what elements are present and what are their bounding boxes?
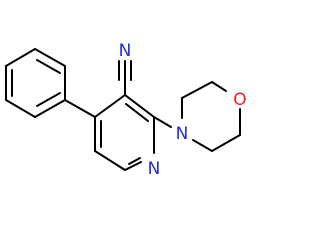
phenyl-bond-6	[34, 99, 66, 118]
morpholine-link-bond	[153, 116, 172, 128]
morpholine-bond-c2-o	[211, 81, 227, 92]
pyridine-bond-c2-c3	[124, 94, 155, 118]
phenyl-bond-2-inner	[36, 59, 61, 74]
nitrile-nitrogen-label: N	[119, 41, 132, 61]
pyridine-bond-c6-n1	[124, 161, 142, 171]
phenyl-bond-3	[5, 48, 36, 67]
chemical-structure-canvas: N N N O	[5, 41, 247, 179]
phenyl-bond-5	[5, 99, 36, 118]
pyridine-bond-c6-n1-inner	[128, 157, 141, 165]
morpholine-oxygen-label: O	[233, 90, 246, 110]
morpholine-bond-c1-c2	[181, 81, 213, 99]
pyridine-bond-c5-c6	[94, 150, 126, 171]
morpholine-nitrogen-label: N	[176, 124, 189, 144]
morpholine-bond-c3-c4	[211, 134, 241, 152]
pyridine-bond-c3-c4	[94, 94, 126, 118]
pyridine-bond-c2-c3-inner	[125, 103, 149, 122]
phenyl-bond-6-inner	[36, 92, 61, 107]
morpholine-bond-c4-n	[192, 139, 213, 152]
phenyl-bond-2	[34, 48, 66, 67]
phenyl-link-bond	[64, 99, 96, 118]
pyridine-nitrogen-label: N	[148, 159, 161, 179]
molecule-drawing: N N N O	[5, 41, 247, 179]
